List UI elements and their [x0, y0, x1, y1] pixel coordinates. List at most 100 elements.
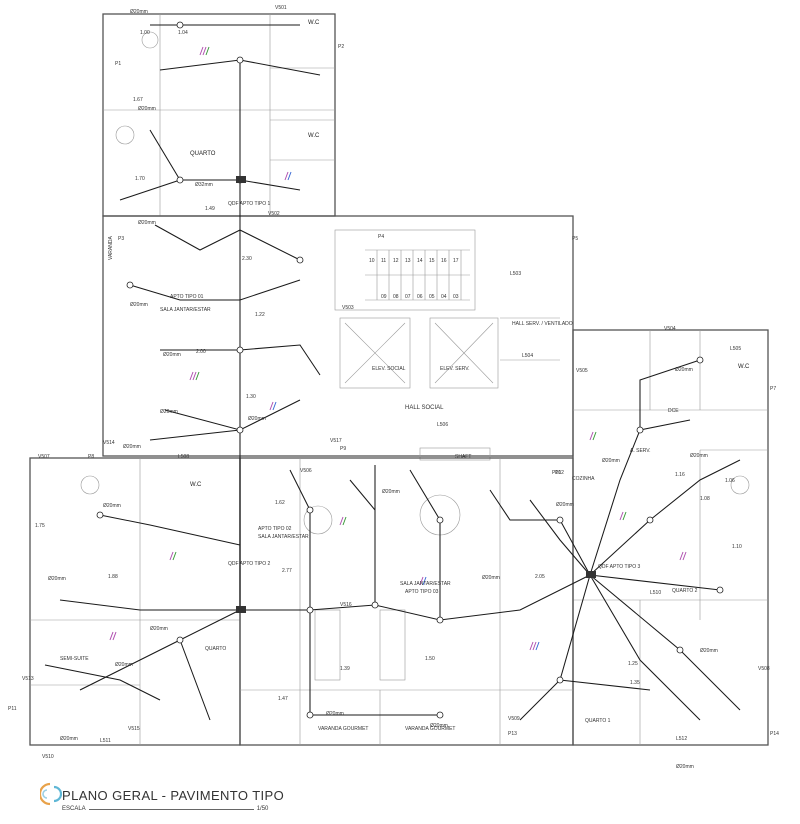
- svg-text:2.77: 2.77: [282, 568, 292, 574]
- room-label-sala2: SALA JANTAR/ESTAR: [258, 534, 309, 540]
- svg-text:V504: V504: [664, 326, 676, 332]
- svg-text:V515: V515: [128, 726, 140, 732]
- svg-text:1.47: 1.47: [278, 696, 288, 702]
- svg-text:P4: P4: [378, 234, 384, 240]
- room-label-quarto1: QUARTO 1: [585, 718, 611, 724]
- svg-text:L508: L508: [178, 454, 189, 460]
- svg-text:V510: V510: [42, 754, 54, 760]
- room-label-wc1: W.C: [308, 20, 320, 26]
- room-label-apto1: APTO TIPO 01: [170, 294, 204, 300]
- svg-text:2.05: 2.05: [535, 574, 545, 580]
- room-label-apto2: APTO TIPO 02: [258, 526, 292, 532]
- circuit-ticks: [109, 46, 687, 651]
- svg-text:13: 13: [405, 258, 411, 264]
- room-label-sala3: SALA JANTAR/ESTAR: [400, 581, 451, 587]
- room-label-cozinha: COZINHA: [572, 476, 595, 482]
- svg-text:P8: P8: [88, 454, 94, 460]
- svg-text:1.16: 1.16: [675, 472, 685, 478]
- svg-text:Ø20mm: Ø20mm: [248, 416, 266, 422]
- svg-text:Ø20mm: Ø20mm: [138, 220, 156, 226]
- room-label-varanda-gourmet-2: VARANDA GOURMET: [405, 726, 455, 732]
- room-label-apto3: APTO TIPO 03: [405, 589, 439, 595]
- svg-text:1.06: 1.06: [725, 478, 735, 484]
- svg-text:1.22: 1.22: [255, 312, 265, 318]
- svg-text:1.00: 1.00: [140, 30, 150, 36]
- svg-text:1.67: 1.67: [133, 97, 143, 103]
- svg-text:17: 17: [453, 258, 459, 264]
- svg-text:1.08: 1.08: [700, 496, 710, 502]
- room-label-dce: DCE: [668, 408, 679, 414]
- svg-text:09: 09: [381, 294, 387, 300]
- svg-text:Ø32mm: Ø32mm: [195, 182, 213, 188]
- room-label-varanda-gourmet-1: VARANDA GOURMET: [318, 726, 368, 732]
- room-label-quarto: QUARTO: [190, 151, 216, 157]
- panel-qdf-2-icon: [236, 606, 246, 613]
- svg-text:Ø20mm: Ø20mm: [676, 764, 694, 770]
- svg-text:P10: P10: [552, 470, 561, 476]
- svg-text:Ø20mm: Ø20mm: [430, 723, 448, 729]
- staircase: [365, 249, 470, 301]
- svg-text:V514: V514: [103, 440, 115, 446]
- svg-text:V517: V517: [330, 438, 342, 444]
- svg-text:P9: P9: [340, 446, 346, 452]
- svg-text:V516: V516: [340, 602, 352, 608]
- svg-text:V501: V501: [275, 5, 287, 11]
- svg-text:P3: P3: [118, 236, 124, 242]
- svg-text:Ø20mm: Ø20mm: [675, 367, 693, 373]
- svg-text:V509: V509: [508, 716, 520, 722]
- svg-text:1.75: 1.75: [35, 523, 45, 529]
- svg-text:04: 04: [441, 294, 447, 300]
- svg-text:1.49: 1.49: [205, 206, 215, 212]
- svg-text:V505: V505: [576, 368, 588, 374]
- room-labels: W.C W.C QUARTO QDF APTO TIPO 1 VARANDA A…: [60, 20, 750, 732]
- panel-qdf-1-icon: [236, 176, 246, 183]
- svg-text:1.50: 1.50: [425, 656, 435, 662]
- room-label-elev-social: ELEV. SOCIAL: [372, 366, 406, 372]
- svg-text:L503: L503: [510, 271, 521, 277]
- room-label-sala1: SALA JANTAR/ESTAR: [160, 307, 211, 313]
- room-label-semisuite: SEMI-SUITE: [60, 656, 89, 662]
- svg-text:L512: L512: [676, 736, 687, 742]
- room-label-quarto2: QUARTO 2: [672, 588, 698, 594]
- svg-text:12: 12: [393, 258, 399, 264]
- svg-text:V506: V506: [300, 468, 312, 474]
- room-label-wc3: W.C: [738, 364, 750, 370]
- structural-tags: V501 P1 P2 V502 P3 P4 P5 L503 V503 L504 …: [8, 5, 779, 760]
- svg-text:Ø20mm: Ø20mm: [130, 9, 148, 15]
- room-label-qdf2: QDF APTO TIPO 2: [228, 561, 271, 567]
- scale-underline: [88, 809, 254, 810]
- svg-text:06: 06: [417, 294, 423, 300]
- svg-text:Ø20mm: Ø20mm: [60, 736, 78, 742]
- svg-text:16: 16: [441, 258, 447, 264]
- svg-text:Ø20mm: Ø20mm: [160, 409, 178, 415]
- svg-text:Ø20mm: Ø20mm: [163, 352, 181, 358]
- room-label-aserv: A. SERV.: [630, 448, 651, 454]
- room-label-shaft: SHAFT: [455, 454, 471, 460]
- svg-text:1.62: 1.62: [275, 500, 285, 506]
- svg-text:2.30: 2.30: [242, 256, 252, 262]
- svg-text:03: 03: [453, 294, 459, 300]
- svg-text:1.35: 1.35: [630, 680, 640, 686]
- svg-text:Ø20mm: Ø20mm: [556, 502, 574, 508]
- svg-text:11: 11: [381, 258, 386, 264]
- svg-text:P1: P1: [115, 61, 121, 67]
- building-walls: [29, 13, 769, 746]
- room-label-hall-serv: HALL SERV. / VENTILADO: [512, 321, 573, 327]
- svg-text:Ø20mm: Ø20mm: [326, 711, 344, 717]
- room-label-qdf3: QDF APTO TIPO 3: [598, 564, 641, 570]
- svg-text:P5: P5: [572, 236, 578, 242]
- svg-text:L506: L506: [437, 422, 448, 428]
- dimension-values: 1.00 1.04 1.67 1.70 1.49 2.30 1.22 2.00 …: [35, 30, 742, 702]
- svg-text:1.39: 1.39: [340, 666, 350, 672]
- room-label-wc2: W.C: [308, 133, 320, 139]
- svg-text:L505: L505: [730, 346, 741, 352]
- svg-text:P7: P7: [770, 386, 776, 392]
- svg-text:08: 08: [393, 294, 399, 300]
- svg-text:P11: P11: [8, 706, 17, 712]
- svg-text:Ø20mm: Ø20mm: [602, 458, 620, 464]
- electrical-floor-plan: W.C W.C QUARTO QDF APTO TIPO 1 VARANDA A…: [8, 5, 779, 770]
- svg-text:Ø20mm: Ø20mm: [150, 626, 168, 632]
- svg-text:07: 07: [405, 294, 411, 300]
